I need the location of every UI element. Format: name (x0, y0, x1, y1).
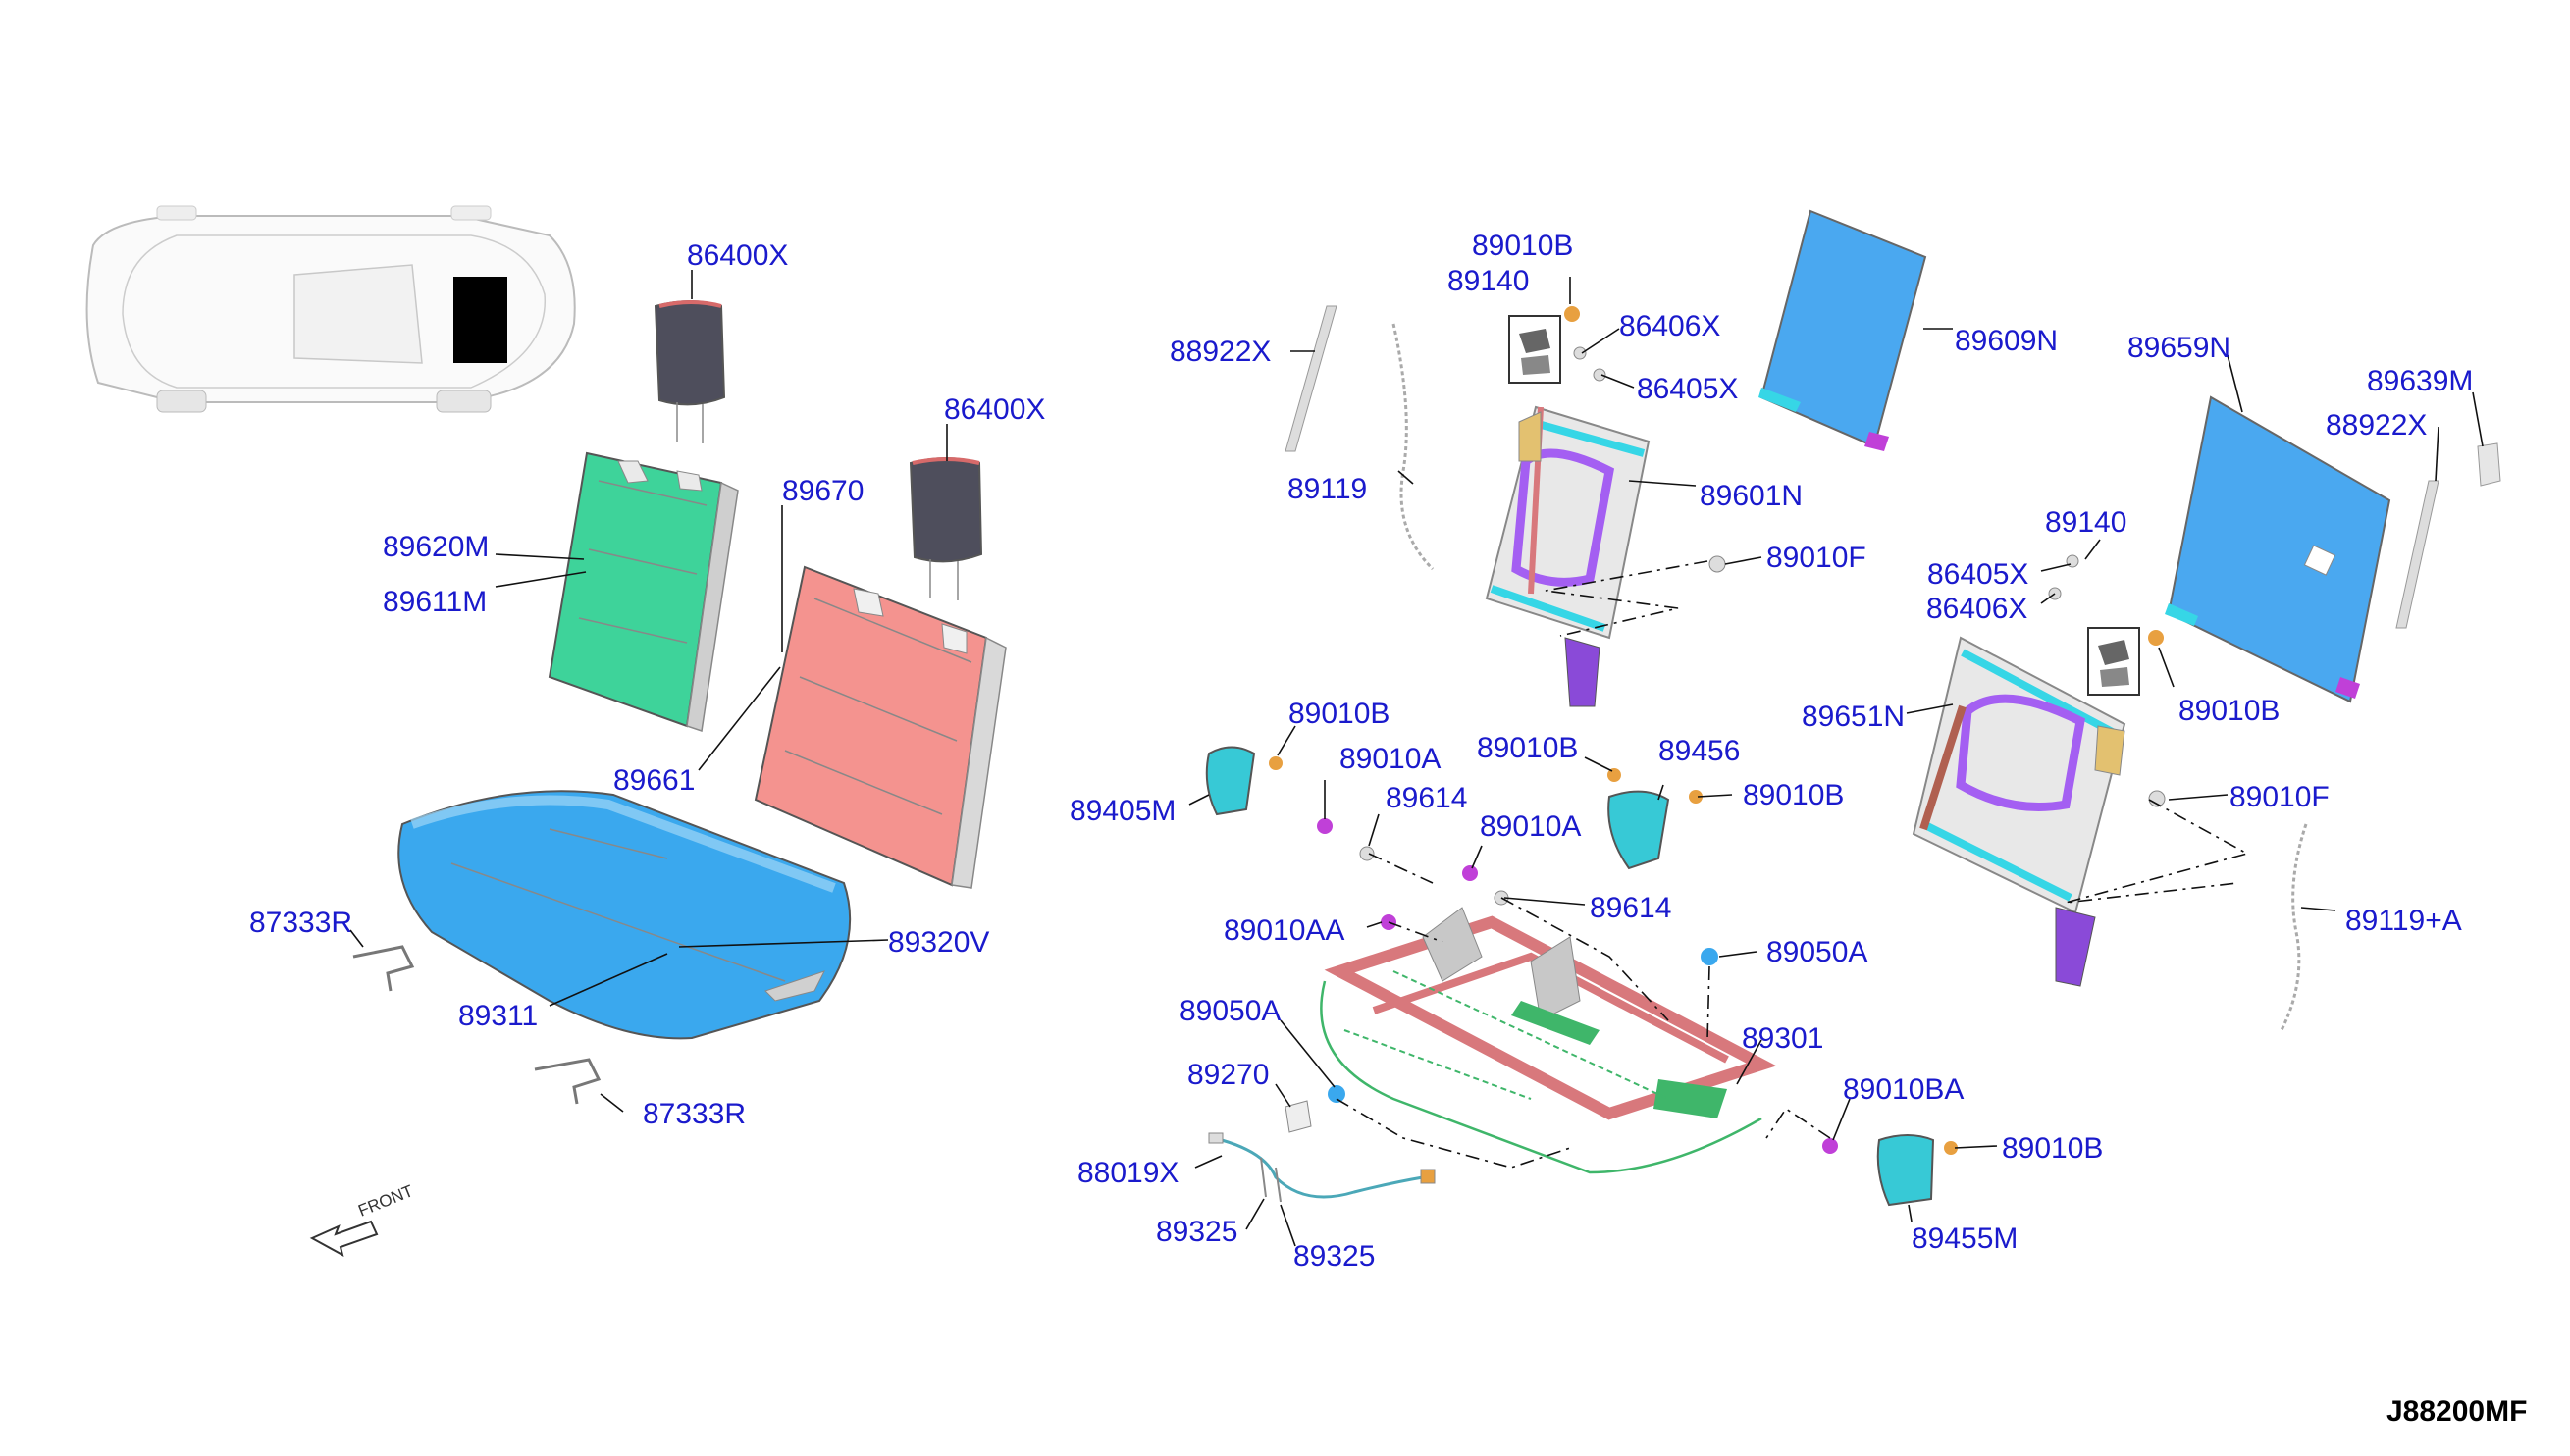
part-label-89651n: 89651N (1802, 701, 1905, 733)
diagram-code: J88200MF (2386, 1395, 2527, 1428)
harness-88019x (1208, 1132, 1436, 1203)
strap-89119 (1391, 323, 1435, 571)
bracket-87333r-upper (352, 945, 415, 992)
part-label-89140-a: 89140 (1447, 265, 1529, 297)
assembly-lines (1336, 560, 2250, 1169)
part-label-89010aa: 89010AA (1224, 914, 1344, 947)
strap-89119a (2280, 823, 2308, 1031)
part-label-89140-b: 89140 (2045, 506, 2126, 539)
part-label-89455m: 89455M (1912, 1222, 2018, 1255)
part-label-89010b-b: 89010B (2178, 695, 2280, 727)
part-label-86405x-b: 86405X (1927, 558, 2028, 591)
part-label-89010a-a: 89010A (1339, 743, 1441, 775)
part-label-89456: 89456 (1658, 735, 1740, 767)
part-label-89611m: 89611M (383, 586, 487, 618)
part-label-87333r-a: 87333R (249, 907, 352, 939)
part-label-89620m: 89620M (383, 531, 489, 563)
part-label-89010f-b: 89010F (2229, 781, 2330, 813)
fastener-89010ba (1822, 1138, 1838, 1154)
part-label-89601n: 89601N (1700, 480, 1803, 512)
fastener-89010b-a (1564, 306, 1580, 322)
part-label-89639m: 89639M (2367, 365, 2473, 397)
part-label-89614-a: 89614 (1386, 782, 1467, 814)
front-label: FRONT (355, 1181, 415, 1221)
headrest-left (654, 300, 726, 443)
fastener-89010b-c (1269, 756, 1283, 770)
part-label-89050a-a: 89050A (1766, 936, 1867, 968)
part-label-89670: 89670 (782, 475, 864, 507)
part-label-87333r-b: 87333R (643, 1098, 746, 1130)
part-label-89119: 89119 (1287, 473, 1367, 505)
fastener-86406x-a (1573, 346, 1587, 360)
part-label-89010b-f: 89010B (2002, 1132, 2103, 1165)
part-label-89010ba: 89010BA (1843, 1073, 1964, 1106)
fastener-89010b-d (1607, 768, 1621, 782)
part-label-89010b-e: 89010B (1743, 779, 1844, 811)
back-board-89609n (1758, 209, 1927, 451)
rear-seat-location-marker (453, 277, 507, 363)
fastener-89010b-f (1944, 1141, 1958, 1155)
part-label-88019x: 88019X (1077, 1157, 1179, 1189)
bracket-89639m (2477, 442, 2501, 487)
seatback-frame-left (1485, 405, 1651, 707)
fastener-89010a-a (1317, 818, 1333, 834)
part-label-89010b-c: 89010B (1288, 698, 1390, 730)
vehicle-top-view (85, 205, 576, 413)
part-label-89050a-b: 89050A (1180, 995, 1281, 1027)
side-trim-89456 (1607, 790, 1670, 870)
front-direction-arrow: FRONT (309, 1181, 416, 1257)
fastener-89050a-b (1328, 1085, 1345, 1103)
sensor-89270 (1285, 1100, 1312, 1133)
lock-89140-left (1508, 315, 1561, 384)
fastener-89010b-e (1689, 790, 1703, 804)
part-label-89270: 89270 (1187, 1059, 1269, 1091)
part-label-89659n: 89659N (2127, 332, 2230, 364)
lock-89140-right (2087, 627, 2140, 696)
fastener-86405x-a (1593, 368, 1606, 382)
seat-cushion (397, 790, 852, 1040)
fastener-89010a-b (1462, 865, 1478, 881)
part-label-86406x-b: 86406X (1926, 593, 2027, 625)
part-label-89119a: 89119+A (2345, 905, 2462, 937)
part-labels: 86400X 86400X 89670 89620M 89611M 89661 … (249, 230, 2473, 1273)
headrest-right (909, 457, 983, 600)
part-label-89609n: 89609N (1955, 325, 2058, 357)
cushion-frame-89301 (1320, 907, 1777, 1174)
part-label-89301: 89301 (1742, 1022, 1823, 1055)
seatback-right (754, 565, 1007, 889)
part-label-86400x-a: 86400X (687, 239, 788, 272)
part-label-89325-b: 89325 (1293, 1240, 1375, 1273)
part-label-89010b-d: 89010B (1477, 732, 1578, 764)
part-label-89405m: 89405M (1070, 795, 1176, 827)
part-label-86405x-a: 86405X (1637, 373, 1738, 405)
stay-88922x-left (1285, 305, 1337, 452)
part-label-89661: 89661 (613, 764, 695, 797)
part-label-89614-b: 89614 (1590, 892, 1671, 924)
fastener-89010f-a (1708, 555, 1726, 573)
part-label-86406x-a: 86406X (1619, 310, 1720, 342)
fastener-89614-a (1359, 846, 1375, 861)
part-label-89010b-a: 89010B (1472, 230, 1573, 262)
part-label-89325-a: 89325 (1156, 1216, 1237, 1248)
seatback-left (548, 451, 739, 732)
seatback-frame-right (1912, 636, 2126, 987)
fastener-89010b-b (2148, 630, 2164, 646)
stay-88922x-right (2395, 480, 2439, 629)
part-label-89320v: 89320V (888, 926, 989, 959)
side-trim-89405m (1205, 746, 1256, 816)
part-label-88922x-a: 88922X (1170, 336, 1271, 368)
part-label-89010a-b: 89010A (1480, 810, 1581, 843)
fastener-89050a-a (1701, 948, 1718, 965)
side-trim-89455m (1876, 1134, 1935, 1207)
part-label-89010f-a: 89010F (1766, 542, 1866, 574)
back-board-89659n (2165, 395, 2391, 703)
part-label-86400x-b: 86400X (944, 393, 1045, 426)
part-label-89311: 89311 (458, 1000, 538, 1032)
leader-lines (349, 270, 2484, 1247)
part-label-88922x-b: 88922X (2326, 409, 2427, 442)
bracket-87333r-lower (534, 1058, 602, 1105)
